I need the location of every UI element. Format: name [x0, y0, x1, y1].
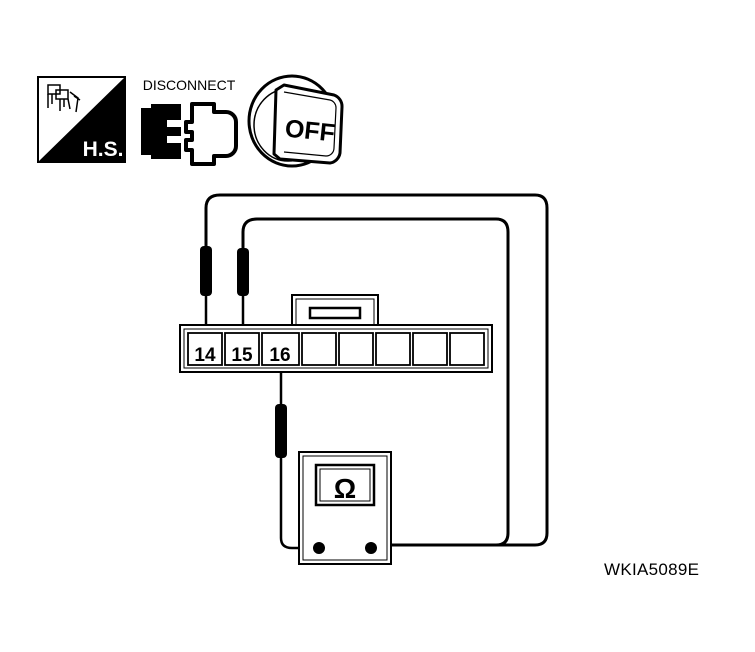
meter-terminal-left	[313, 542, 325, 554]
ohmmeter: Ω	[298, 451, 392, 565]
probe-terminal-16	[275, 368, 287, 458]
meter-terminal-right	[365, 542, 377, 554]
ohm-symbol: Ω	[334, 473, 356, 504]
disconnect-label: DISCONNECT	[143, 77, 236, 93]
ignition-key-icon: OFF	[247, 74, 344, 168]
probe-terminal-15	[237, 248, 249, 333]
terminal-label: 15	[231, 345, 253, 366]
disconnect-icon: DISCONNECT	[141, 77, 238, 166]
harness-connector: 14 15 16	[179, 294, 493, 373]
terminal-label: 14	[194, 345, 216, 366]
figure-reference-code: WKIA5089E	[604, 560, 700, 579]
harness-sign-label: H.S.	[83, 138, 124, 161]
terminal-label: 16	[269, 345, 290, 366]
probe-terminal-14	[200, 246, 212, 333]
harness-sign-icon: H.S.	[37, 76, 126, 163]
ignition-off-label: OFF	[284, 114, 337, 147]
test-lead-wires	[204, 193, 549, 550]
